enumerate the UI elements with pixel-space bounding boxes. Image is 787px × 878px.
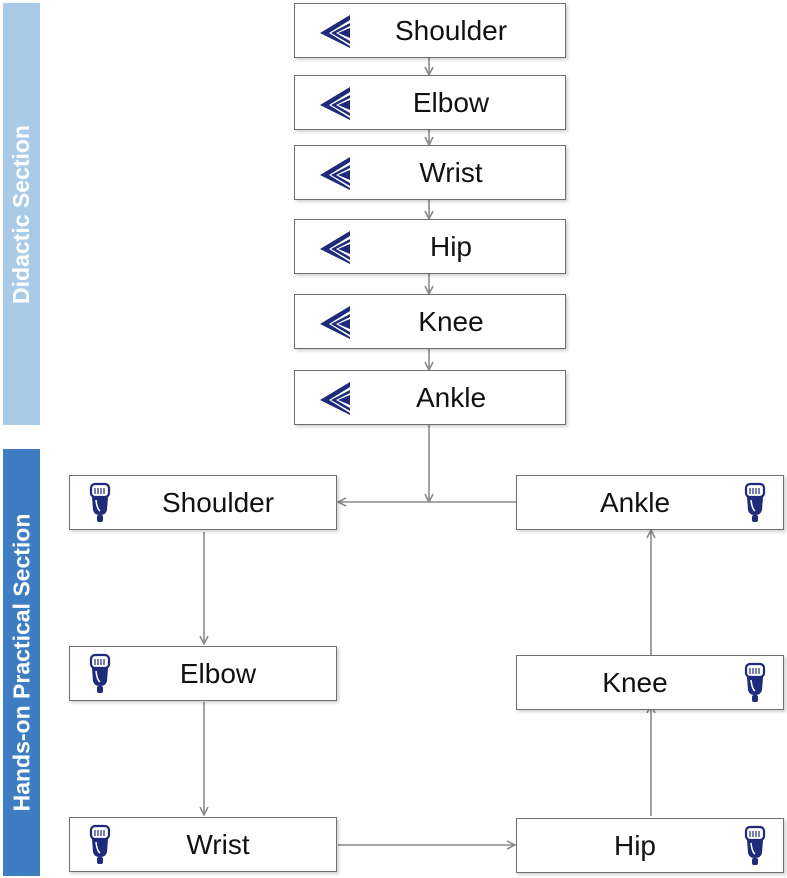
didactic-shoulder-box: Shoulder <box>294 3 566 58</box>
didactic-hip-box: Hip <box>294 219 566 274</box>
practical-wrist-box: Wrist <box>69 817 337 872</box>
practical-hip-box: Hip <box>516 818 784 873</box>
ultrasound-probe-icon <box>88 482 112 524</box>
didactic-hip-label: Hip <box>429 230 472 262</box>
didactic-wrist-box: Wrist <box>294 145 566 200</box>
didactic-ankle-label: Ankle <box>415 381 487 413</box>
didactic-wrist-label: Wrist <box>419 156 483 188</box>
ultrasound-probe-icon <box>743 662 767 704</box>
book-icon <box>317 12 353 50</box>
book-icon <box>317 154 353 192</box>
book-icon <box>317 228 353 266</box>
practical-elbow-box: Elbow <box>69 646 337 701</box>
practical-wrist-label: Wrist <box>186 828 250 860</box>
ultrasound-probe-icon <box>88 824 112 866</box>
practical-section-band: Hands-on Practical Section <box>3 449 40 876</box>
didactic-knee-label: Knee <box>418 305 484 337</box>
book-icon <box>317 303 353 341</box>
practical-shoulder-box: Shoulder <box>69 475 337 530</box>
ultrasound-probe-icon <box>743 825 767 867</box>
didactic-elbow-box: Elbow <box>294 75 566 130</box>
practical-elbow-label: Elbow <box>179 657 257 689</box>
didactic-shoulder-label: Shoulder <box>394 14 508 46</box>
practical-hip-label: Hip <box>613 829 656 861</box>
practical-knee-label: Knee <box>602 666 668 698</box>
practical-shoulder-label: Shoulder <box>161 486 275 518</box>
ultrasound-probe-icon <box>88 653 112 695</box>
practical-knee-box: Knee <box>516 655 784 710</box>
didactic-elbow-label: Elbow <box>412 86 490 118</box>
practical-ankle-label: Ankle <box>599 486 671 518</box>
book-icon <box>317 379 353 417</box>
didactic-section-band: Didactic Section <box>3 3 40 425</box>
practical-ankle-box: Ankle <box>516 475 784 530</box>
didactic-ankle-box: Ankle <box>294 370 566 425</box>
ultrasound-probe-icon <box>743 482 767 524</box>
book-icon <box>317 84 353 122</box>
didactic-knee-box: Knee <box>294 294 566 349</box>
